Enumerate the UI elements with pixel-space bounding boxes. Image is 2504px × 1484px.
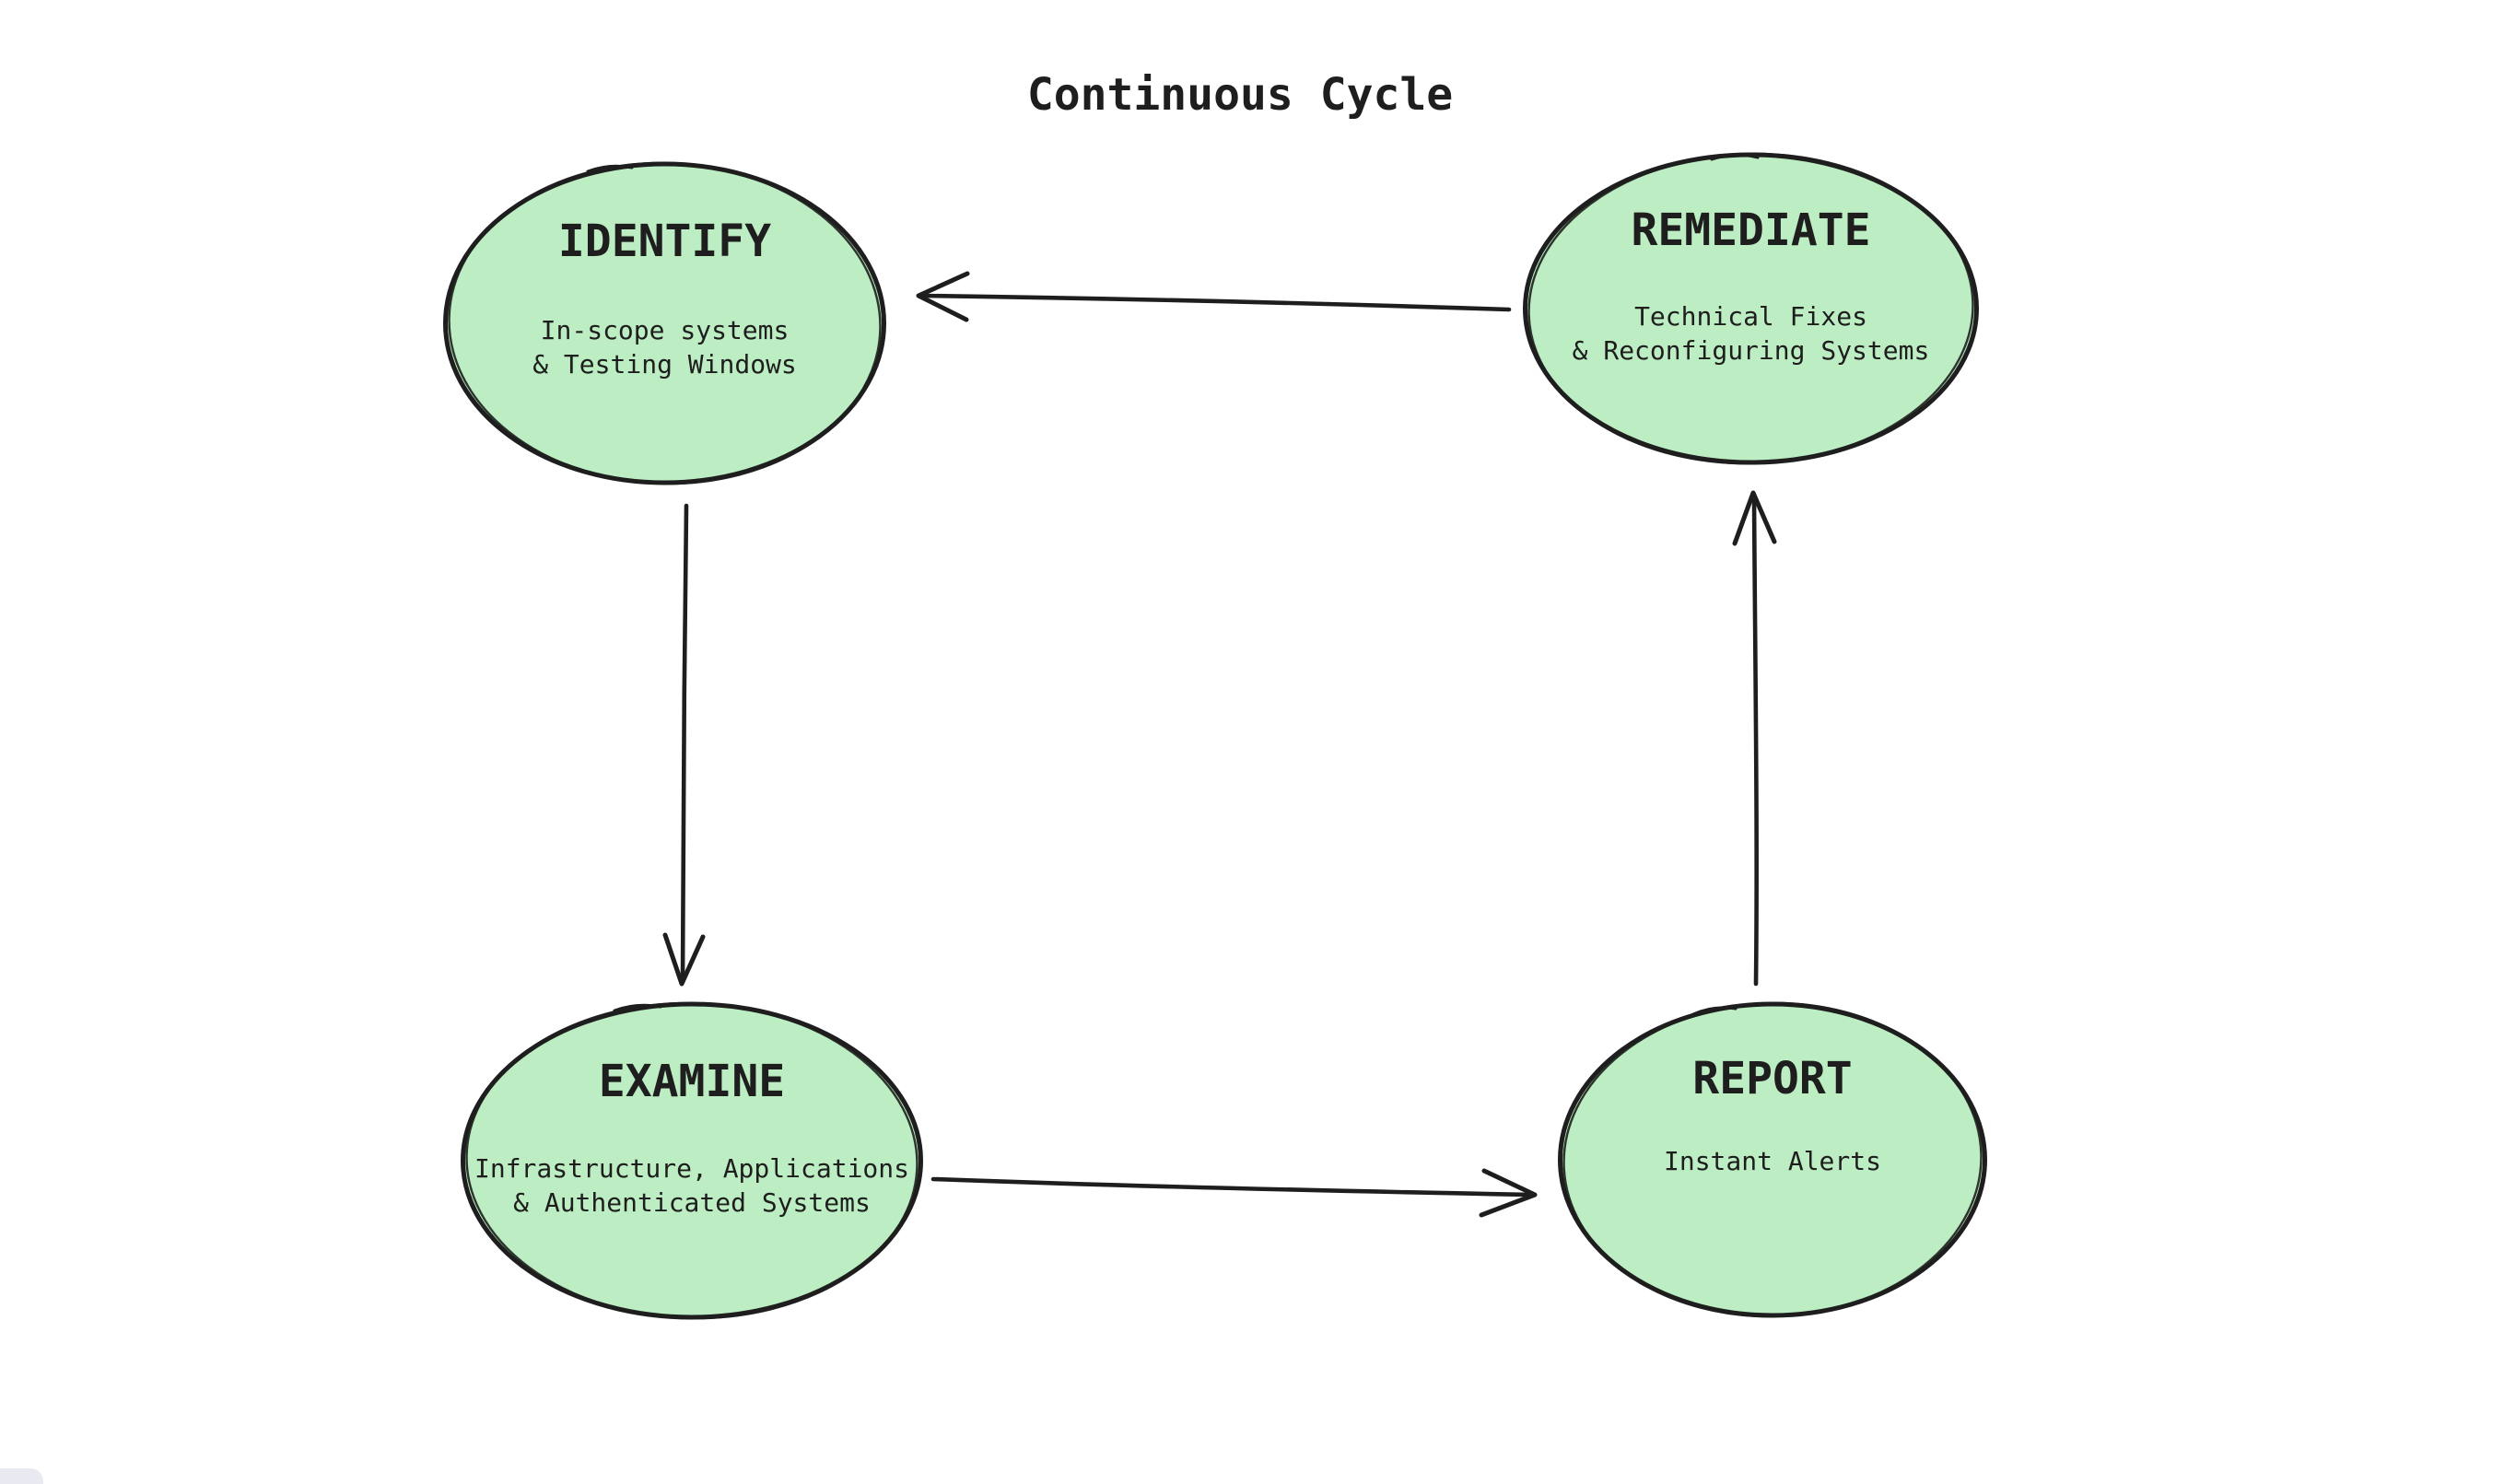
arrow-identify-to-examine [662,503,706,987]
arrow-report-to-remediate [1732,490,1777,987]
description-line: & Testing Windows [532,349,797,380]
node-remediate-title: REMEDIATE [1631,204,1871,257]
node-identify-title: IDENTIFY [557,215,772,267]
node-identify: IDENTIFY In-scope systems & Testing Wind… [440,158,889,488]
node-examine-description: Infrastructure, Applications & Authentic… [458,1151,926,1220]
diagram-title: Continuous Cycle [1026,69,1454,121]
ellipse-shape-icon [1523,152,1979,465]
node-report: REPORT Instant Alerts [1555,999,1990,1320]
ellipse-shape-icon [1558,1001,1987,1318]
node-report-title: REPORT [1692,1053,1853,1105]
node-remediate-description: Technical Fixes & Reconfiguring Systems [1520,299,1982,368]
description-line: Instant Alerts [1663,1145,1881,1176]
node-report-description: Instant Alerts [1555,1144,1990,1178]
corner-ui-fragment[interactable] [0,1468,43,1484]
node-examine: EXAMINE Infrastructure, Applications & A… [458,999,926,1322]
description-line: Infrastructure, Applications [474,1152,909,1184]
ellipse-shape-icon [443,161,886,485]
node-examine-title: EXAMINE [598,1055,786,1107]
description-line: & Reconfiguring Systems [1572,334,1930,366]
ellipse-shape-icon [461,1001,923,1320]
node-identify-description: In-scope systems & Testing Windows [440,313,889,381]
node-remediate: REMEDIATE Technical Fixes & Reconfigurin… [1520,150,1982,467]
arrow-remediate-to-identify [916,271,1512,322]
description-line: & Authenticated Systems [513,1186,871,1218]
description-line: In-scope systems [540,315,790,346]
description-line: Technical Fixes [1634,300,1867,332]
arrow-examine-to-report [930,1168,1538,1218]
